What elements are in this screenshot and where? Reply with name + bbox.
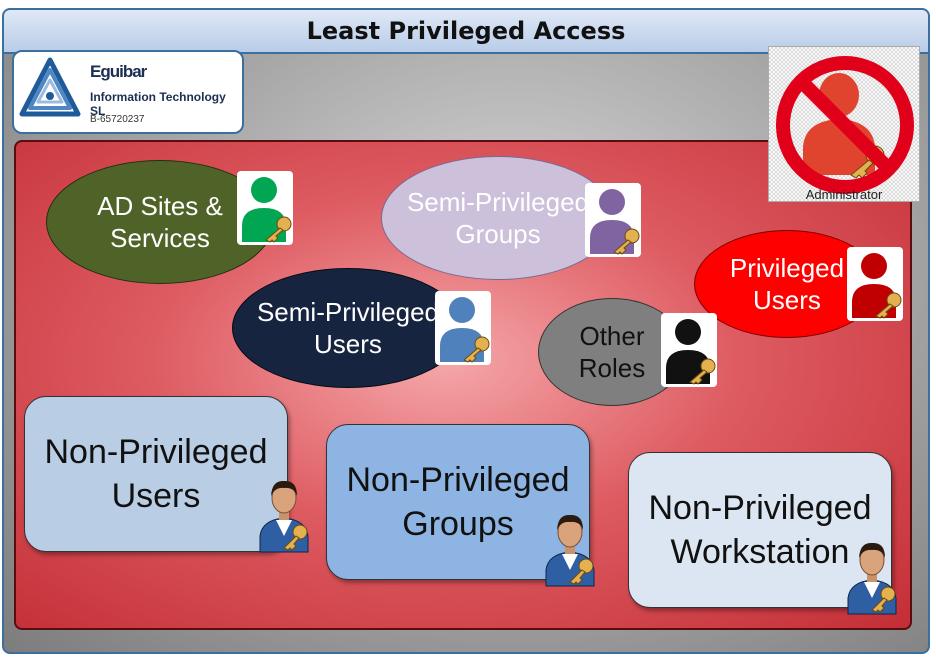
administrator-label: Administrator [805, 187, 883, 202]
semi-users-user-key-icon [435, 291, 491, 365]
priv-users-line2: Users [753, 285, 821, 315]
diagram-title: Least Privileged Access [4, 10, 928, 54]
ad-sites-user-key-icon [237, 171, 293, 245]
privileged-users-user-key-icon [847, 247, 903, 321]
np-workstation-line1: Non-Privileged [648, 488, 872, 527]
logo-registration-id: B-65720237 [90, 114, 145, 125]
logo-company-name: Eguibar [90, 62, 147, 81]
np-workstation-line2: Workstation [670, 533, 850, 571]
priv-users-line1: Privileged [729, 252, 845, 283]
ad-sites-line1: AD Sites & [97, 190, 223, 221]
np-workstation-person-key-icon [847, 542, 897, 615]
semi-users-line1: Semi-Privileged [256, 296, 440, 327]
no-administrator-icon [776, 56, 914, 194]
np-users-line2: Users [111, 477, 201, 515]
np-groups-person-key-icon [545, 514, 595, 587]
semi-groups-line1: Semi-Privileged [406, 186, 590, 217]
company-logo: Eguibar Information Technology SL B-6572… [12, 50, 244, 134]
logo-mark-icon [19, 57, 81, 117]
np-groups-line2: Groups [402, 505, 514, 543]
ad-sites-services-ellipse: AD Sites &Services [46, 160, 274, 284]
other-roles-user-key-icon [661, 313, 717, 387]
administrator-prohibited-box: Administrator [768, 46, 920, 202]
np-users-line1: Non-Privileged [44, 432, 268, 471]
logo-subtitle: Information Technology SL [90, 90, 226, 118]
semi-users-line2: Users [314, 329, 382, 359]
ad-sites-line2: Services [110, 223, 210, 253]
other-roles-line2: Roles [578, 353, 646, 383]
other-roles-line1: Other [579, 320, 645, 351]
np-groups-line1: Non-Privileged [346, 460, 570, 499]
np-users-person-key-icon [259, 480, 309, 553]
semi-groups-user-key-icon [585, 183, 641, 257]
semi-groups-line2: Groups [455, 219, 541, 249]
